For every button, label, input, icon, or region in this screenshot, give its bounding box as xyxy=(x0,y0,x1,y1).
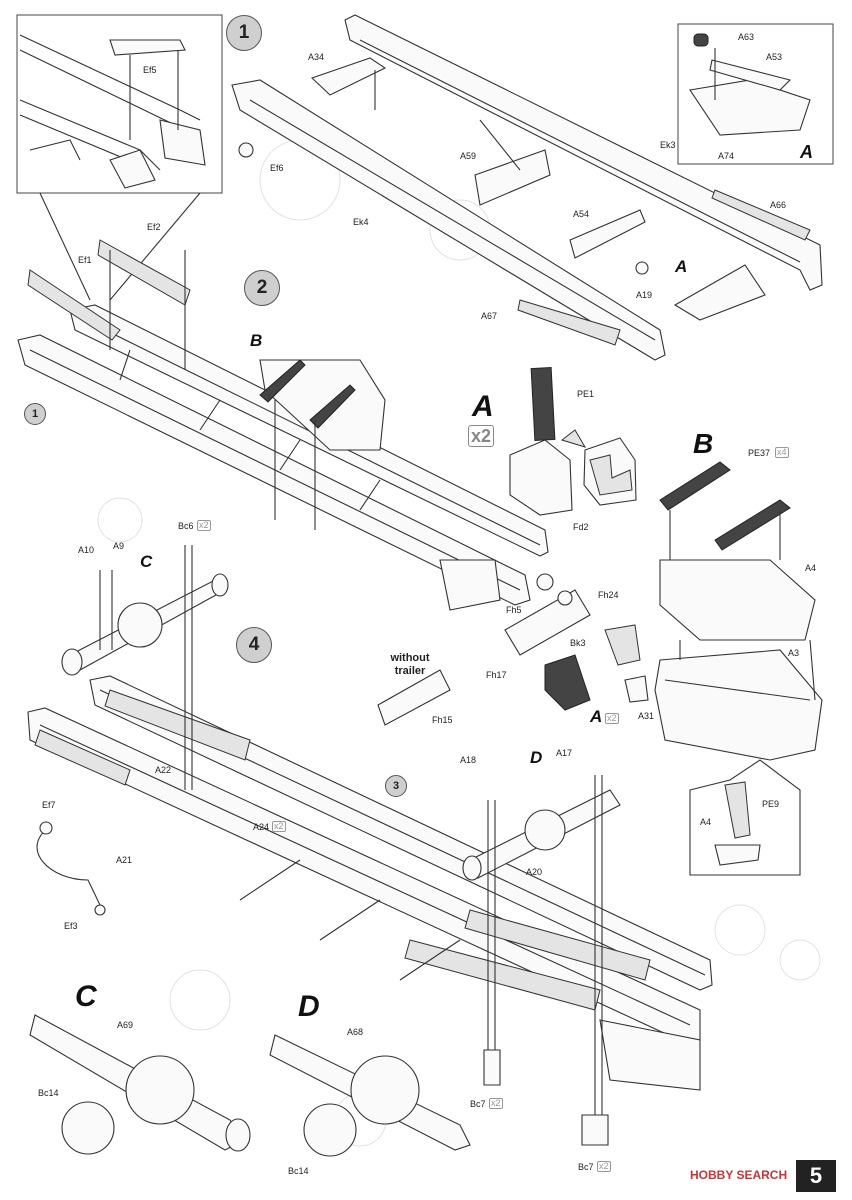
subassembly-a-marker-step1: A xyxy=(675,257,688,276)
detail-inset-a xyxy=(677,23,834,165)
label-a19: A19 xyxy=(636,290,653,300)
label-a31: A31 xyxy=(638,711,655,721)
label-ek4: Ek4 xyxy=(353,217,369,227)
axle-c-top xyxy=(61,545,229,790)
label-a4: A4 xyxy=(805,563,817,573)
label-a69: A69 xyxy=(117,1020,134,1030)
label-a54: A54 xyxy=(573,209,590,219)
label-a53: A53 xyxy=(766,52,783,62)
label-a66: A66 xyxy=(770,200,787,210)
label-fd2: Fd2 xyxy=(573,522,589,532)
label-a22: A22 xyxy=(155,765,172,775)
label-a63: A63 xyxy=(738,32,755,42)
page-number: 5 xyxy=(796,1160,836,1192)
label-bc7-rear: Bc7 xyxy=(578,1162,594,1172)
step4-chassis xyxy=(27,675,713,1091)
label-a34: A34 xyxy=(308,52,325,62)
label-ef7: Ef7 xyxy=(42,800,56,810)
cable-ef7-ef3 xyxy=(36,821,106,916)
subassembly-b-title: B xyxy=(693,428,714,459)
label-pe37: PE37 xyxy=(748,448,771,458)
label-a20: A20 xyxy=(526,867,543,877)
label-a74: A74 xyxy=(718,151,735,161)
subassembly-d-marker-step4: D xyxy=(530,748,543,767)
pe9-callout xyxy=(689,759,801,876)
label-ef3: Ef3 xyxy=(64,921,78,931)
subassembly-b-drawing xyxy=(654,461,823,761)
step-1-reference: 1 xyxy=(24,403,46,425)
qty-x4-pe37: x4 xyxy=(775,447,789,458)
label-fh15: Fh15 xyxy=(432,715,453,725)
label-a4-callout: A4 xyxy=(700,817,712,827)
label-a67: A67 xyxy=(481,311,498,321)
label-bc14-d: Bc14 xyxy=(288,1166,309,1176)
fh-bk-group xyxy=(377,573,649,726)
label-a21: A21 xyxy=(116,855,133,865)
axle-c-bottom xyxy=(29,1014,251,1155)
label-fh5: Fh5 xyxy=(506,605,522,615)
qty-x2-a-small: x2 xyxy=(605,713,619,724)
label-a18: A18 xyxy=(460,755,477,765)
qty-x2-bc7-rear: x2 xyxy=(597,1161,611,1172)
label-pe1: PE1 xyxy=(577,389,595,399)
label-ef5: Ef5 xyxy=(143,65,157,75)
label-a68: A68 xyxy=(347,1027,364,1037)
label-bc14-c: Bc14 xyxy=(38,1088,59,1098)
step1-frame xyxy=(231,14,823,361)
step-4-marker: 4 xyxy=(236,627,272,663)
detail-inset-frame xyxy=(16,14,223,301)
subassembly-a-marker-step2: A xyxy=(590,707,603,726)
subassembly-b-marker-step2: B xyxy=(250,331,263,350)
label-ef1: Ef1 xyxy=(78,255,92,265)
subassembly-a-drawing xyxy=(509,367,637,516)
label-bc7-front: Bc7 xyxy=(470,1099,486,1109)
step-2-marker: 2 xyxy=(244,270,280,306)
label-ek3: Ek3 xyxy=(660,140,676,150)
label-fh17: Fh17 xyxy=(486,670,507,680)
subassembly-d-title: D xyxy=(298,990,320,1023)
label-a59: A59 xyxy=(460,151,477,161)
qty-x2-bc6: x2 xyxy=(197,520,211,531)
subassembly-c-title: C xyxy=(75,980,97,1013)
step-1-marker: 1 xyxy=(226,15,262,51)
label-ef2: Ef2 xyxy=(147,222,161,232)
qty-x2-bc7-front: x2 xyxy=(489,1098,503,1109)
step-3-reference: 3 xyxy=(385,775,407,797)
subassembly-a-quantity: x2 xyxy=(468,425,495,447)
qty-x2-a24: x2 xyxy=(272,821,286,832)
watermark: HOBBY SEARCH xyxy=(690,1168,788,1182)
subassembly-a-title: A xyxy=(472,390,494,423)
label-a17: A17 xyxy=(556,748,573,758)
label-bc6: Bc6 xyxy=(178,521,194,531)
label-a9: A9 xyxy=(113,541,125,551)
label-a10: A10 xyxy=(78,545,95,555)
label-a24: A24 xyxy=(253,822,270,832)
step2-frame xyxy=(17,239,549,611)
label-a3: A3 xyxy=(788,648,800,658)
label-fh24: Fh24 xyxy=(598,590,619,600)
inset-a-marker: A xyxy=(800,142,813,162)
label-pe9: PE9 xyxy=(762,799,780,809)
axle-d-bottom xyxy=(269,1034,471,1157)
subassembly-c-marker-step4: C xyxy=(140,552,153,571)
label-bk3: Bk3 xyxy=(570,638,586,648)
without-trailer-note: without trailer xyxy=(390,652,430,677)
axle-d-right xyxy=(462,775,621,1146)
label-ef6: Ef6 xyxy=(270,163,284,173)
